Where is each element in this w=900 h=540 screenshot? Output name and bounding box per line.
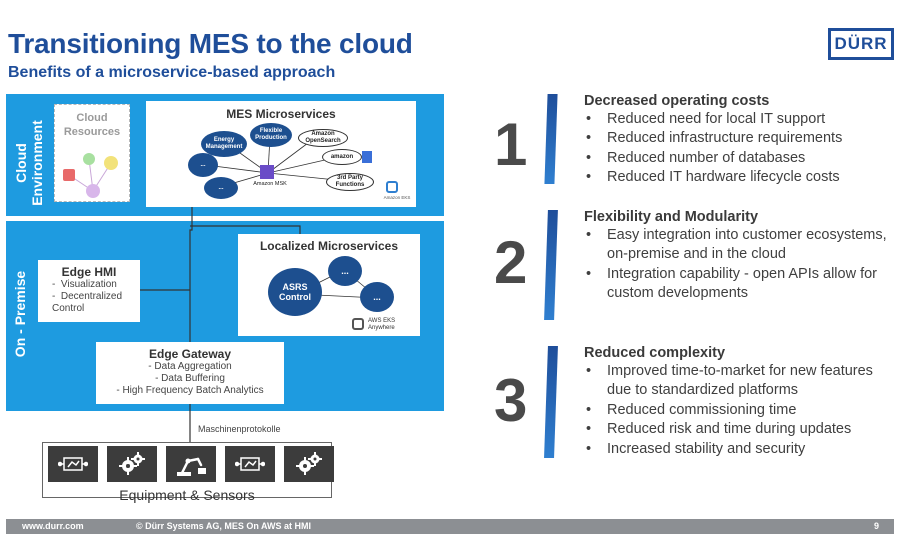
cloud-resources-label: Cloud Resources bbox=[63, 112, 121, 138]
microservice-node-2: ... bbox=[204, 177, 238, 199]
edge-hmi-box: Edge HMI - Visualization - Decentralized… bbox=[38, 260, 140, 322]
amazon-msk-label: Amazon MSK bbox=[253, 181, 287, 187]
page-subtitle: Benefits of a microservice-based approac… bbox=[8, 64, 336, 81]
edge-gateway-item: - Data Buffering bbox=[155, 373, 225, 384]
benefit-item: Increased stability and security bbox=[584, 440, 894, 460]
mes-microservices-box: MES Microservices Energy Management Flex… bbox=[146, 101, 416, 207]
benefit-number-1: 1 bbox=[494, 111, 528, 178]
benefit-item: Reduced commissioning time bbox=[584, 401, 894, 421]
energy-management-node: Energy Management bbox=[201, 131, 247, 157]
page-title: Transitioning MES to the cloud bbox=[8, 28, 413, 59]
benefit-number-3: 3 bbox=[494, 367, 528, 434]
durr-logo: DÜRR bbox=[828, 28, 894, 60]
edge-hmi-item: - Visualization bbox=[52, 279, 117, 290]
benefit-heading: Reduced complexity bbox=[584, 345, 726, 361]
gears-icon bbox=[284, 446, 334, 482]
equipment-sensors-label: Equipment & Sensors bbox=[119, 487, 255, 503]
localized-node-1: ... bbox=[328, 256, 362, 286]
gears-icon bbox=[107, 446, 157, 482]
amazon-msk-icon bbox=[260, 165, 274, 179]
benefit-item: Improved time-to-market for new features… bbox=[584, 362, 894, 401]
benefit-section-2: Flexibility and Modularity Easy integrat… bbox=[584, 209, 894, 304]
footer-bar: www.durr.com © Dürr Systems AG, MES On A… bbox=[6, 519, 894, 534]
eks-anywhere-icon bbox=[352, 318, 364, 330]
edge-hmi-title: Edge HMI bbox=[61, 265, 117, 279]
localized-microservices-title: Localized Microservices bbox=[259, 239, 399, 253]
microservice-node-1: ... bbox=[188, 153, 218, 177]
amazon-node: amazon bbox=[322, 149, 362, 165]
amazon-eks-icon bbox=[386, 181, 398, 193]
benefit-item: Integration capability - open APIs allow… bbox=[584, 265, 894, 304]
benefit-item: Reduced number of databases bbox=[584, 149, 842, 169]
mes-microservices-title: MES Microservices bbox=[226, 107, 336, 121]
benefit-section-3: Reduced complexity Improved time-to-mark… bbox=[584, 345, 894, 459]
footer-copyright: © Dürr Systems AG, MES On AWS at HMI bbox=[136, 521, 311, 531]
benefit-heading: Decreased operating costs bbox=[584, 93, 770, 109]
eks-anywhere-label: AWS EKS Anywhere bbox=[368, 318, 396, 331]
footer-page-number: 9 bbox=[874, 521, 880, 531]
mes-links bbox=[205, 136, 347, 188]
sensor-icon bbox=[225, 446, 275, 482]
edge-gateway-title: Edge Gateway bbox=[148, 347, 232, 361]
cloud-resources-box: Cloud Resources bbox=[54, 104, 130, 202]
edge-gateway-box: Edge Gateway - Data Aggregation - Data B… bbox=[96, 342, 284, 404]
benefit-item: Reduced IT hardware lifecycle costs bbox=[584, 168, 842, 188]
benefit-number-2: 2 bbox=[494, 229, 528, 296]
edge-gateway-item: - High Frequency Batch Analytics bbox=[116, 385, 264, 396]
localized-node-2: ... bbox=[360, 282, 394, 312]
third-party-functions-node: 3rd Party Functions bbox=[326, 173, 374, 191]
benefit-item: Reduced risk and time during updates bbox=[584, 420, 894, 440]
edge-gateway-item: - Data Aggregation bbox=[148, 361, 232, 372]
benefit-item: Easy integration into customer ecosystem… bbox=[584, 226, 894, 265]
equipment-icons bbox=[48, 446, 334, 482]
benefit-item: Reduced infrastructure requirements bbox=[584, 129, 842, 149]
benefit-section-1: Decreased operating costs Reduced need f… bbox=[584, 93, 842, 188]
cloud-resources-icon bbox=[63, 153, 118, 198]
amazon-opensearch-node: Amazon OpenSearch bbox=[298, 129, 348, 147]
flexible-production-node: Flexible Production bbox=[250, 123, 292, 147]
benefit-item: Reduced need for local IT support bbox=[584, 110, 842, 130]
database-icon bbox=[362, 151, 372, 163]
amazon-eks-label: Amazon EKS bbox=[383, 195, 411, 200]
edge-hmi-item: - Decentralized Control bbox=[52, 291, 123, 314]
asrs-control-node: ASRS Control bbox=[268, 268, 322, 316]
robot-arm-icon bbox=[166, 446, 216, 482]
sensor-icon bbox=[48, 446, 98, 482]
localized-microservices-box: Localized Microservices ASRS Control ...… bbox=[238, 234, 420, 336]
machine-protocol-label: Maschinenprotokolle bbox=[198, 424, 281, 434]
benefit-heading: Flexibility and Modularity bbox=[584, 209, 759, 225]
footer-website: www.durr.com bbox=[22, 521, 84, 531]
